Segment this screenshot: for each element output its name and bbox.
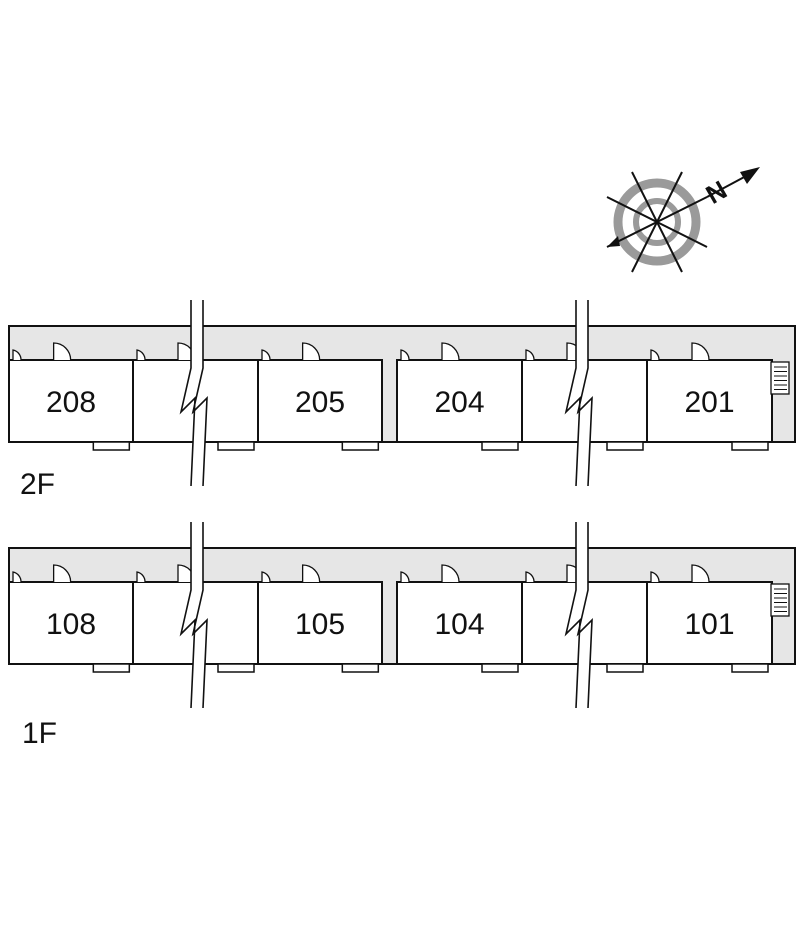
stairs-icon (770, 583, 790, 617)
room-number: 204 (434, 386, 484, 419)
room-number: 201 (684, 386, 734, 419)
door-icon (650, 571, 660, 583)
door-icon (441, 564, 460, 583)
window-icon (481, 663, 519, 673)
north-label: N (701, 174, 732, 209)
door-icon (12, 349, 22, 361)
floor-2f: 208 205 204 201 2F (8, 300, 796, 501)
unit: 208 (8, 342, 134, 451)
window-icon (217, 441, 255, 451)
door-icon (12, 571, 22, 583)
floor-1f: 108 105 104 101 1F (8, 522, 796, 750)
window-icon (92, 441, 131, 451)
room-number: 101 (684, 608, 734, 641)
break-line (176, 522, 208, 709)
room-number: 105 (295, 608, 345, 641)
floor-label-2f: 2F (20, 468, 55, 501)
unit: 104 (396, 564, 523, 673)
break-line (561, 300, 593, 487)
door-icon (441, 342, 460, 361)
door-icon (525, 571, 535, 583)
window-icon (731, 663, 769, 673)
door-icon (52, 342, 72, 361)
door-icon (136, 349, 146, 361)
door-icon (400, 349, 410, 361)
compass-north-shaft (706, 174, 749, 198)
window-icon (341, 441, 380, 451)
compass-south-arrow-icon (607, 236, 620, 247)
window-icon (731, 441, 769, 451)
room-number: 205 (295, 386, 345, 419)
compass-outer-ring (613, 178, 701, 266)
window-icon (606, 441, 644, 451)
room-number: 208 (46, 386, 96, 419)
unit-room (8, 581, 134, 665)
door-icon (400, 571, 410, 583)
unit: 205 (257, 342, 383, 451)
unit: 201 (646, 342, 773, 451)
compass: N (606, 167, 760, 273)
compass-inner-ring (633, 198, 681, 246)
unit: 204 (396, 342, 523, 451)
floor-label-1f: 1F (22, 717, 57, 750)
door-icon (301, 342, 321, 361)
door-icon (261, 349, 271, 361)
break-line (176, 300, 208, 487)
unit-room (396, 581, 523, 665)
break-marks (176, 522, 593, 709)
door-icon (261, 571, 271, 583)
compass-north-arrow-icon (740, 167, 760, 184)
unit-row: 208 205 204 201 (8, 342, 790, 451)
window-icon (217, 663, 255, 673)
door-icon (650, 349, 660, 361)
unit-room (8, 359, 134, 443)
door-icon (52, 564, 72, 583)
unit: 105 (257, 564, 383, 673)
break-line (561, 522, 593, 709)
stairs-icon (770, 361, 790, 395)
door-icon (525, 349, 535, 361)
compass-ray (606, 196, 708, 248)
door-icon (136, 571, 146, 583)
break-marks (176, 300, 593, 487)
window-icon (481, 441, 519, 451)
window-icon (341, 663, 380, 673)
room-number: 104 (434, 608, 484, 641)
window-icon (92, 663, 131, 673)
door-icon (301, 564, 321, 583)
unit-row: 108 105 104 101 (8, 564, 790, 673)
unit-room (396, 359, 523, 443)
unit-room (257, 581, 383, 665)
unit-room (257, 359, 383, 443)
unit: 101 (646, 564, 773, 673)
unit: 108 (8, 564, 134, 673)
room-number: 108 (46, 608, 96, 641)
door-icon (691, 564, 710, 583)
window-icon (606, 663, 644, 673)
door-icon (691, 342, 710, 361)
